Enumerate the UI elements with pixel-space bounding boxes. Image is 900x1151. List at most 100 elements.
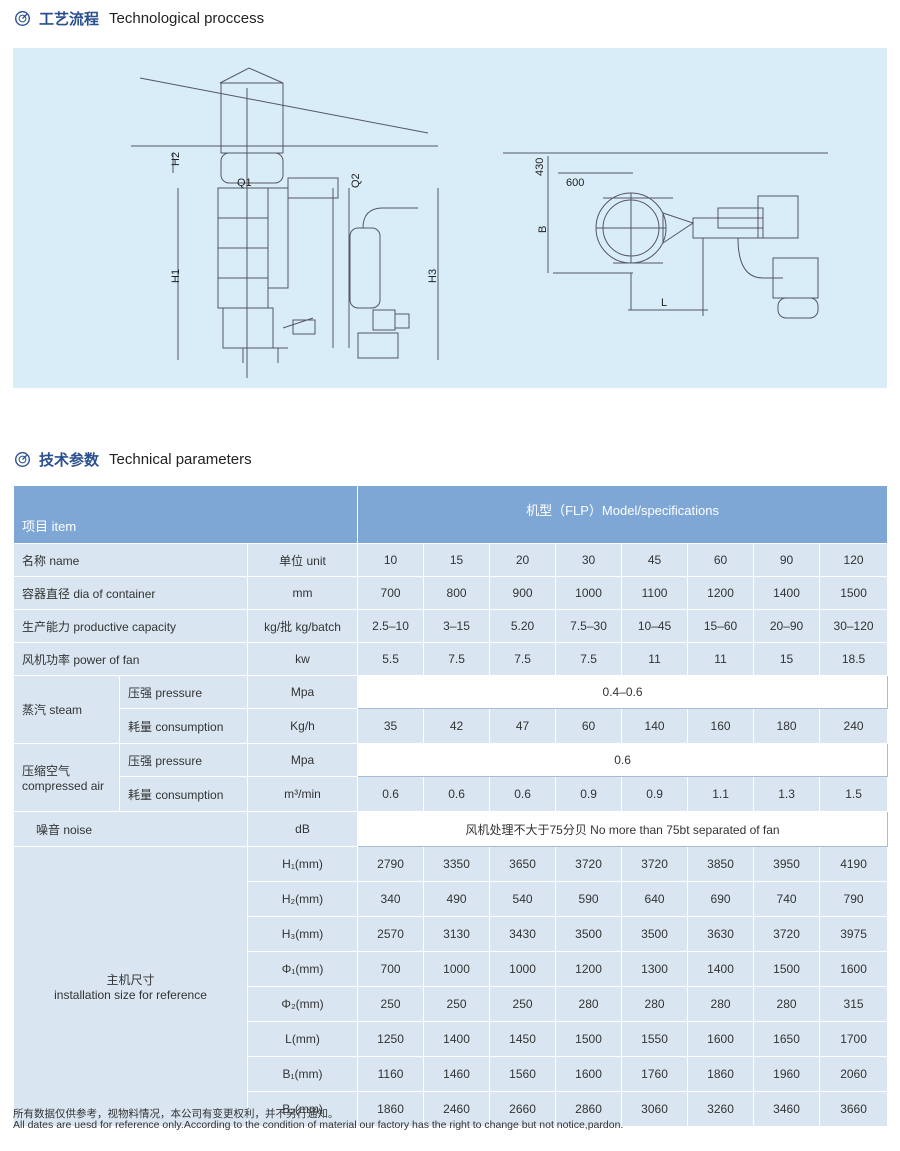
- cell: 490: [423, 881, 491, 917]
- label-h3: H3: [427, 269, 439, 283]
- process-diagram: H2 Q1 Q2 H1 H3 430 600 B L: [13, 48, 887, 388]
- cell: 3630: [687, 916, 755, 952]
- cell: 10–45: [621, 609, 689, 643]
- cell: 1960: [753, 1056, 821, 1092]
- cell: 3460: [753, 1091, 821, 1127]
- table-row: 耗量 consumption Kg/h 35 42 47 60 140 160 …: [13, 708, 889, 744]
- cell: 120: [819, 543, 889, 577]
- cell: 1000: [555, 576, 623, 610]
- cell: 3060: [621, 1091, 689, 1127]
- cell: 540: [489, 881, 557, 917]
- cell: 1400: [687, 951, 755, 987]
- cell: 3720: [621, 846, 689, 882]
- cell: 2660: [489, 1091, 557, 1127]
- cell: 590: [555, 881, 623, 917]
- row-label: 耗量 consumption: [119, 776, 248, 812]
- row-unit: Φ₁(mm): [246, 951, 359, 987]
- cell: 315: [819, 986, 889, 1022]
- footer-note-cn: 所有数据仅供参考，视物料情况，本公司有变更权利，并不另行通知。: [13, 1108, 339, 1120]
- label-l: L: [661, 297, 667, 309]
- cell: 740: [753, 881, 821, 917]
- cell: 1200: [687, 576, 755, 610]
- cell: 1550: [621, 1021, 689, 1057]
- cell: 风机处理不大于75分贝 No more than 75bt separated …: [357, 811, 889, 847]
- cell: 11: [687, 642, 755, 676]
- cell: 1.1: [687, 776, 755, 812]
- cell: 640: [621, 881, 689, 917]
- process-drawing: H2 Q1 Q2 H1 H3 430 600 B L: [131, 67, 828, 378]
- cell: 3660: [819, 1091, 889, 1127]
- cell: 1500: [555, 1021, 623, 1057]
- cell: 1.5: [819, 776, 889, 812]
- cell: 3–15: [423, 609, 491, 643]
- cell: 1500: [819, 576, 889, 610]
- cell: 3430: [489, 916, 557, 952]
- cell: 0.6: [489, 776, 557, 812]
- cell: 800: [423, 576, 491, 610]
- cell: 1600: [555, 1056, 623, 1092]
- steam-label: 蒸汽 steam: [13, 675, 120, 744]
- cell: 2860: [555, 1091, 623, 1127]
- row-label: 噪音 noise: [13, 811, 248, 847]
- cell: 3975: [819, 916, 889, 952]
- cell: 20: [489, 543, 557, 577]
- cell: 3650: [489, 846, 557, 882]
- cell: 45: [621, 543, 689, 577]
- cell: 700: [357, 576, 425, 610]
- section-title-cn: 工艺流程: [39, 11, 100, 28]
- cell: 1600: [819, 951, 889, 987]
- cell: 0.6: [423, 776, 491, 812]
- cell: 1560: [489, 1056, 557, 1092]
- cell: 1500: [753, 951, 821, 987]
- label-h1: H1: [170, 269, 182, 283]
- cell: 42: [423, 708, 491, 744]
- cell: 3500: [555, 916, 623, 952]
- install-label-cn: 主机尺寸: [106, 973, 155, 987]
- cell: 690: [687, 881, 755, 917]
- cell: 3260: [687, 1091, 755, 1127]
- row-label: 风机功率 power of fan: [13, 642, 248, 676]
- cell: 1400: [423, 1021, 491, 1057]
- cell: 3850: [687, 846, 755, 882]
- table-row: 名称 name 单位 unit 10 15 20 30 45 60 90 120: [13, 543, 889, 577]
- cell: 0.4–0.6: [357, 675, 889, 709]
- row-unit: B₁(mm): [246, 1056, 359, 1092]
- section-title-en: Technological proccess: [109, 10, 265, 27]
- table-row: 耗量 consumption m³/min 0.6 0.6 0.6 0.9 0.…: [13, 776, 889, 812]
- cell: 1000: [489, 951, 557, 987]
- cell: 90: [753, 543, 821, 577]
- table-header: 项目 item 机型（FLP）Model/specifications: [12, 485, 889, 544]
- row-label: 压强 pressure: [119, 675, 248, 709]
- cell: 0.6: [357, 776, 425, 812]
- cell: 3950: [753, 846, 821, 882]
- cell: 60: [687, 543, 755, 577]
- cell: 1460: [423, 1056, 491, 1092]
- cell: 20–90: [753, 609, 821, 643]
- label-600: 600: [566, 177, 584, 189]
- table-row: 风机功率 power of fan kw 5.5 7.5 7.5 7.5 11 …: [13, 642, 889, 676]
- cell: 2.5–10: [357, 609, 425, 643]
- row-unit: Mpa: [246, 743, 359, 777]
- cell: 1700: [819, 1021, 889, 1057]
- section-title-process: 工艺流程 Technological proccess: [14, 8, 264, 29]
- cell: 280: [621, 986, 689, 1022]
- cell: 4190: [819, 846, 889, 882]
- cell: 60: [555, 708, 623, 744]
- air-label-cn: 压缩空气: [22, 764, 71, 778]
- cell: 1600: [687, 1021, 755, 1057]
- cell: 1100: [621, 576, 689, 610]
- row-unit: kw: [246, 642, 359, 676]
- section-title-params: 技术参数 Technical parameters: [14, 449, 252, 470]
- spec-table: 项目 item 机型（FLP）Model/specifications 名称 n…: [12, 485, 889, 1127]
- table-row: 生产能力 productive capacity kg/批 kg/batch 2…: [13, 609, 889, 643]
- label-b: B: [537, 226, 549, 233]
- cell: 2460: [423, 1091, 491, 1127]
- model-header: 机型（FLP）Model/specifications: [357, 485, 889, 544]
- row-unit: Φ₂(mm): [246, 986, 359, 1022]
- cell: 900: [489, 576, 557, 610]
- cell: 3720: [555, 846, 623, 882]
- row-label: 生产能力 productive capacity: [13, 609, 248, 643]
- cell: 1860: [687, 1056, 755, 1092]
- cell: 1200: [555, 951, 623, 987]
